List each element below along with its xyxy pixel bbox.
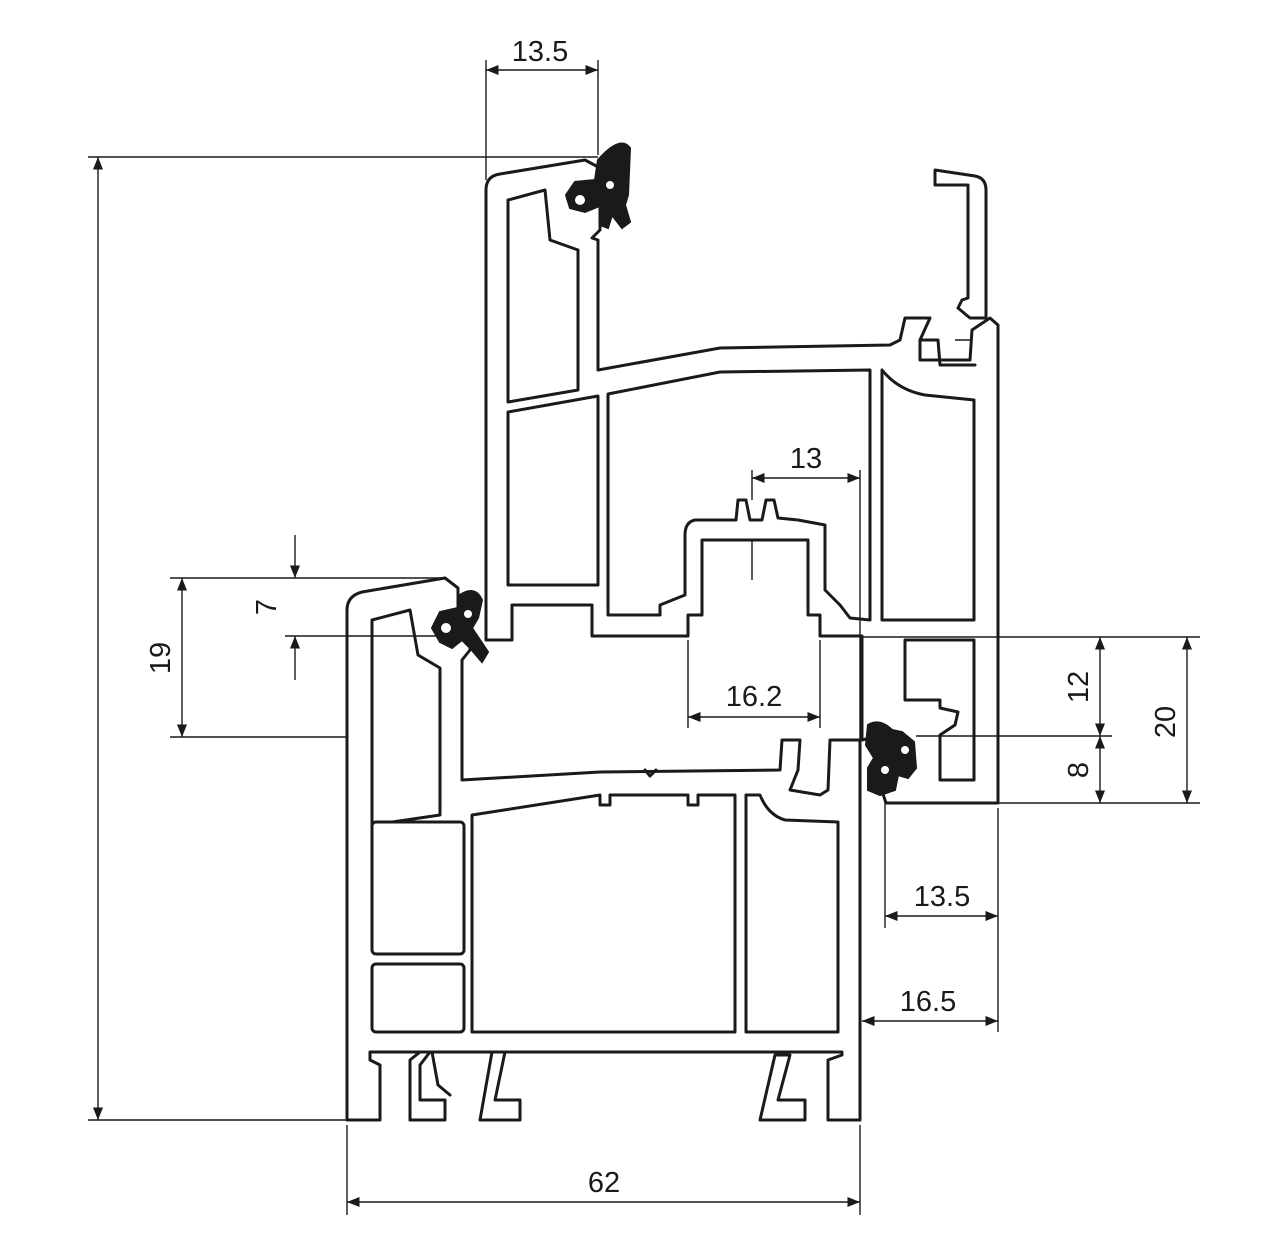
dim-right-heights: 12 8 20 [862,636,1200,804]
dim-label-7: 7 [251,599,283,615]
dim-label-16-2: 16.2 [726,681,782,713]
frame-chamber-left-bottom [370,962,466,1034]
frame-outer-contour [345,576,862,1122]
sash-profile [484,158,1000,805]
frame-foot-3 [478,1050,522,1122]
sash-chamber-mid-left [506,394,600,587]
dim-label-16-5: 16.5 [900,986,956,1018]
gasket-middle [430,590,490,664]
dim-frame-depth: 62 [346,1125,861,1215]
dim-inner-channel: 16.2 [687,640,821,728]
sash-outer-contour [484,158,1000,805]
dim-label-62: 62 [588,1167,620,1199]
dim-total-height [88,156,598,1121]
dim-glazing-bead: 13 [751,443,861,740]
sash-chamber-right-bottom [903,638,976,782]
sash-chamber-top-left [506,188,580,404]
gasket-top [564,142,632,230]
sash-middle-notch [643,768,658,778]
dim-frame-step: 19 [145,577,445,738]
dim-right-gasket: 13.5 [884,800,999,1032]
frame-chamber-right [744,793,840,1034]
dim-label-right-13-5: 13.5 [914,881,970,913]
dim-sash-overlap: 16.5 [862,986,998,1027]
dim-label-20: 20 [1150,706,1182,738]
frame-chamber-left-top [370,608,442,827]
sash-drip-channel [918,338,977,367]
glazing-bead-hook [933,168,988,320]
frame-foot-1 [408,1050,422,1122]
dim-top-sash-gasket: 13.5 [485,36,599,180]
dim-label-12: 12 [1063,671,1095,703]
dim-frame-gasket-offset: 7 [251,535,470,680]
frame-foot-clip [430,1050,452,1097]
sash-chamber-center-top [606,368,872,622]
frame-chamber-left-mid [370,820,466,956]
gasket-right [864,721,918,797]
sash-chamber-right-top [880,368,976,622]
dim-label-top-13-5: 13.5 [512,36,568,68]
dim-label-19: 19 [145,642,177,674]
frame-foot-4 [758,1053,807,1122]
dim-label-13: 13 [790,443,822,475]
frame-foot-2 [408,1050,447,1122]
frame-chamber-center [470,793,737,1034]
dim-label-8: 8 [1063,762,1095,778]
frame-profile [345,576,862,1122]
